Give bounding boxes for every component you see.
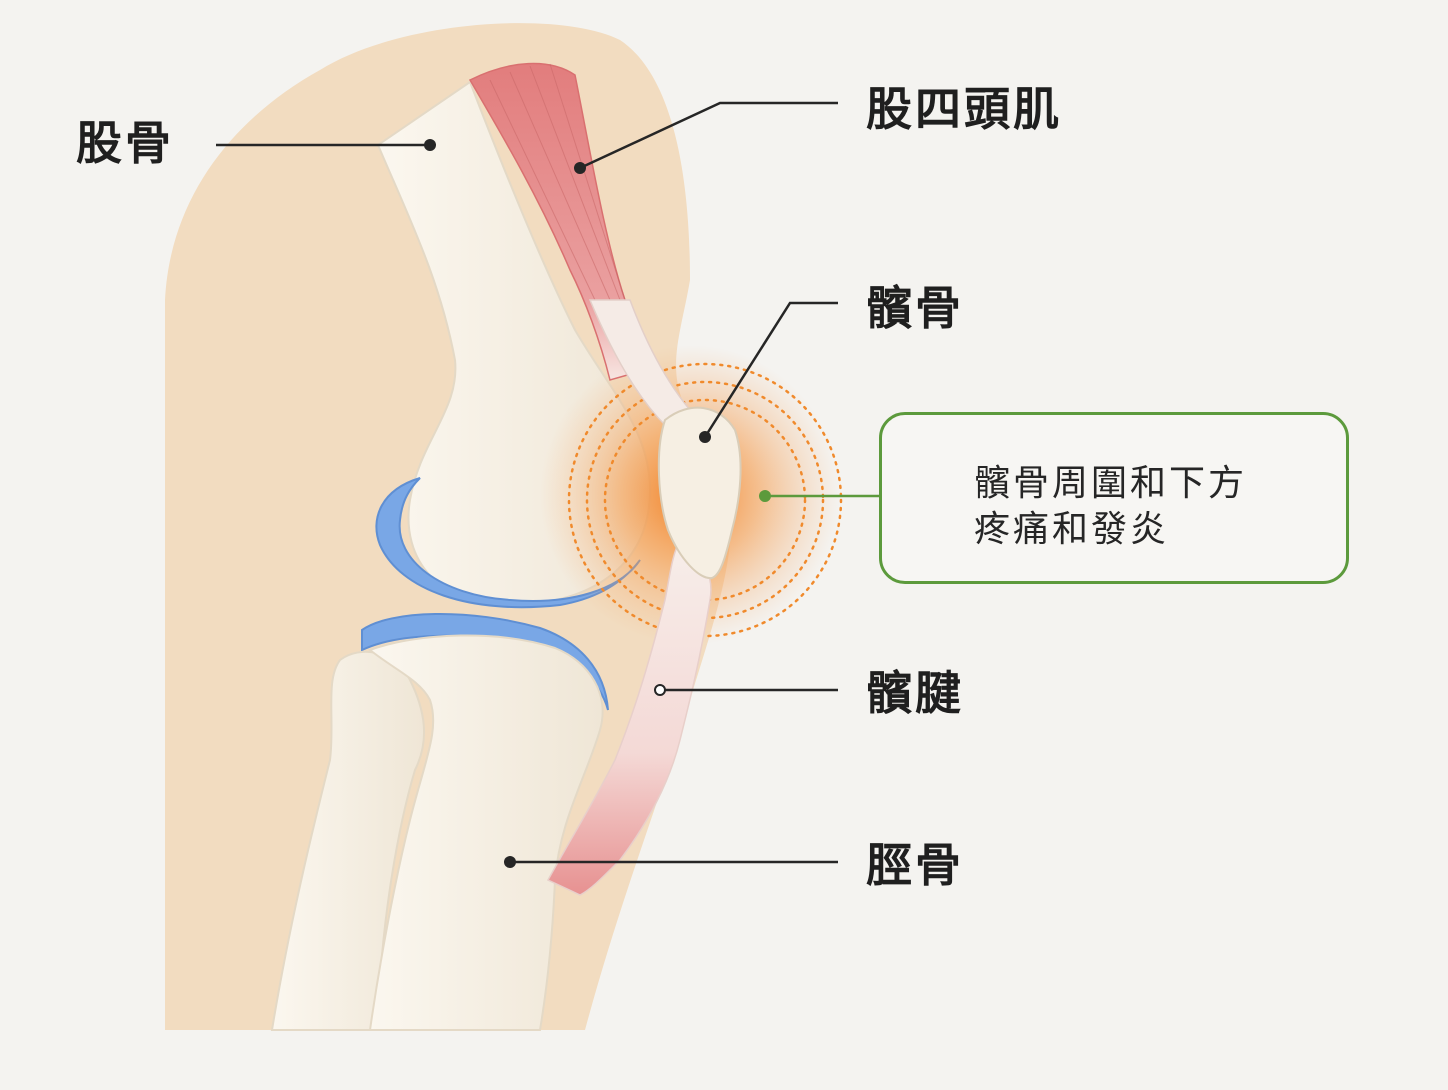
femur-dot bbox=[424, 139, 436, 151]
patella-dot bbox=[699, 431, 711, 443]
tibia-bone bbox=[367, 634, 604, 1031]
quadriceps-label: 股四頭肌 bbox=[866, 82, 1062, 136]
patellar-tendon-dot bbox=[654, 684, 666, 696]
symptom-callout-text: 髕骨周圍和下方 疼痛和發炎 bbox=[974, 461, 1247, 553]
leader-lines bbox=[216, 101, 838, 864]
symptom-callout-box: 髕骨周圍和下方 疼痛和發炎 bbox=[879, 412, 1349, 584]
patella-bone bbox=[657, 406, 742, 580]
quadriceps-fibers bbox=[489, 63, 626, 301]
tibia-label: 脛骨 bbox=[866, 838, 964, 892]
leader-dots bbox=[424, 139, 771, 868]
patella-leader bbox=[703, 301, 838, 438]
femur-label: 股骨 bbox=[76, 116, 174, 170]
quadriceps-dot bbox=[574, 162, 586, 174]
callout-line-2: 疼痛和發炎 bbox=[974, 509, 1170, 550]
callout-line-1: 髕骨周圍和下方 bbox=[974, 463, 1248, 504]
patella-label: 髕骨 bbox=[866, 281, 964, 335]
patellar-tendon-shape bbox=[546, 538, 712, 896]
callout-dot bbox=[759, 490, 771, 502]
quadriceps-leader bbox=[579, 101, 838, 170]
patellar-tendon-label: 髕腱 bbox=[866, 666, 964, 720]
tibia-dot bbox=[504, 856, 516, 868]
